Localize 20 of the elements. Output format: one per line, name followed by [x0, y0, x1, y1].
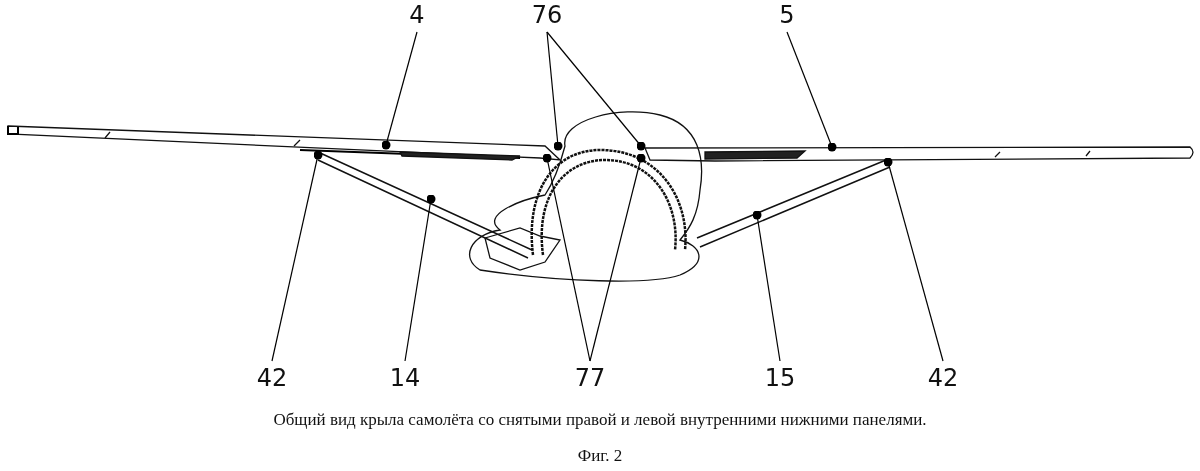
leader-line: [381, 31, 418, 150]
leader-line: [752, 210, 781, 362]
callout-number: 14: [389, 364, 421, 392]
leader-line: [546, 31, 563, 151]
callout-number: 15: [764, 364, 796, 392]
callout-number: 42: [927, 364, 959, 392]
leader-line: [271, 150, 323, 362]
leader-line: [883, 157, 944, 362]
figure-number: Фиг. 2: [577, 446, 623, 465]
figure-caption: Общий вид крыла самолёта со снятыми правой и левой внутренними нижними панелями.: [273, 410, 927, 429]
callout-number: 42: [256, 364, 288, 392]
leader-line: [404, 194, 436, 362]
callout-number: 5: [779, 1, 795, 29]
callout-number: 77: [574, 364, 606, 392]
leader-line: [589, 153, 646, 362]
leader-line: [546, 31, 646, 151]
leader-line: [542, 153, 591, 362]
leader-line: [786, 31, 837, 152]
callout-number: 4: [409, 1, 425, 29]
callout-number: 76: [531, 1, 563, 29]
